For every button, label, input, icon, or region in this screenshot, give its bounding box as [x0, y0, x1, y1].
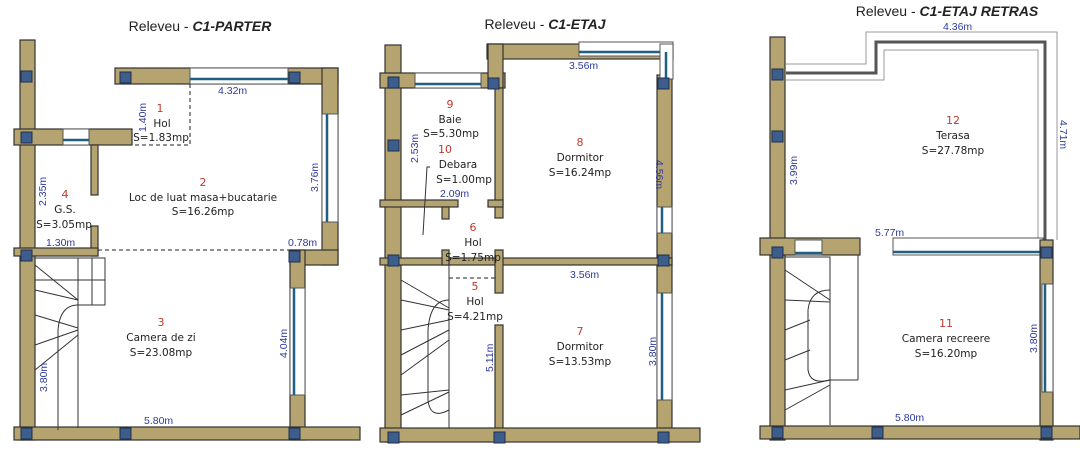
- room-area: S=27.78mp: [922, 145, 985, 157]
- dimension-label: 2.09m: [440, 188, 469, 200]
- dimension-label: 4.56m: [653, 160, 665, 189]
- room-name: Hol: [466, 296, 483, 308]
- room-number: 6: [470, 221, 477, 234]
- room-name: Hol: [153, 118, 170, 130]
- wall: [384, 44, 402, 443]
- dimension-label: 3.56m: [570, 269, 599, 281]
- dimension-label: 3.99m: [788, 156, 800, 185]
- plan-etaj-retras: Releveu - C1-ETAJ RETRAS 12 Tera: [759, 3, 1080, 441]
- room-name: Terasa: [935, 130, 970, 142]
- plan-etaj: Releveu - C1-ETAJ: [379, 16, 701, 444]
- room-name: Debara: [439, 159, 477, 171]
- room-area: S=1.75mp: [445, 252, 501, 264]
- room-area: S=13.53mp: [549, 356, 612, 368]
- wall: [379, 427, 701, 443]
- dimension-label: 4.32m: [218, 85, 247, 97]
- staircase: [400, 264, 450, 428]
- wall: [494, 249, 504, 294]
- room-number: 3: [158, 316, 165, 329]
- window: [656, 292, 673, 401]
- room-area: S=16.20mp: [915, 348, 978, 360]
- wall: [379, 199, 459, 208]
- window: [62, 128, 90, 146]
- wall: [759, 425, 1080, 440]
- room-number: 7: [577, 325, 584, 338]
- plan-title: Releveu - C1-ETAJ RETRAS: [856, 3, 1039, 19]
- dimension-label: 0.78m: [288, 237, 317, 249]
- room-number: 1: [157, 102, 164, 115]
- room-area: S=16.24mp: [549, 167, 612, 179]
- wall: [487, 199, 504, 208]
- window: [414, 72, 482, 89]
- room-number: 11: [939, 317, 953, 330]
- dimension-label: 4.04m: [278, 329, 290, 358]
- staircase: [34, 257, 106, 430]
- window: [289, 287, 306, 396]
- window: [656, 206, 673, 234]
- plan-title: Releveu - C1-ETAJ: [484, 16, 606, 32]
- dimension-label: 5.11m: [484, 343, 496, 372]
- pillars: [387, 76, 670, 444]
- dimension-label: 2.35m: [37, 177, 49, 206]
- room-number: 8: [577, 136, 584, 149]
- window: [189, 67, 289, 85]
- staircase: [784, 255, 859, 425]
- room-number: 2: [200, 176, 207, 189]
- room-name: Camera de zi: [126, 332, 195, 344]
- room-name: G.S.: [54, 204, 75, 216]
- wall: [494, 87, 504, 219]
- dimension-label: 5.77m: [875, 227, 904, 239]
- room-area: S=23.08mp: [130, 347, 193, 359]
- dimension-label: 3.56m: [569, 60, 598, 72]
- room-number: 10: [438, 143, 452, 156]
- wall: [13, 247, 99, 257]
- dimension-label: 1.40m: [137, 103, 149, 132]
- wall: [19, 39, 36, 441]
- window: [578, 41, 674, 57]
- dimension-label: 4.36m: [943, 21, 972, 33]
- room-name: Hol: [464, 237, 481, 249]
- dimension-label: 3.80m: [38, 363, 50, 392]
- room-name: Camera recreere: [902, 333, 990, 345]
- plan-parter: Releveu - C1-PARTER: [13, 18, 361, 441]
- room-name: Dormitor: [557, 152, 604, 164]
- dimension-label: 2.53m: [409, 134, 421, 163]
- room-area: S=16.26mp: [172, 206, 235, 218]
- wall: [379, 257, 673, 266]
- room-area: S=1.83mp: [133, 132, 189, 144]
- room-area: S=4.21mp: [447, 311, 503, 323]
- room-number: 4: [62, 188, 69, 201]
- dimension-label: 3.80m: [1028, 324, 1040, 353]
- wall: [13, 426, 361, 441]
- wall: [494, 324, 504, 441]
- room-number: 12: [946, 114, 960, 127]
- wall: [441, 206, 450, 220]
- dimension-label: 3.80m: [647, 337, 659, 366]
- room-name: Baie: [438, 114, 461, 126]
- window: [1041, 283, 1054, 393]
- pillars: [20, 70, 301, 440]
- dimension-label: 5.80m: [895, 412, 924, 424]
- room-area: S=5.30mp: [423, 128, 479, 140]
- dimension-label: 4.71m: [1057, 120, 1069, 149]
- room-area: S=1.00mp: [436, 174, 492, 186]
- room-area: S=3.05mp: [36, 219, 92, 231]
- dimension-label: 5.80m: [144, 415, 173, 427]
- dimension-label: 1.30m: [46, 237, 75, 249]
- dimension-label: 3.76m: [309, 163, 321, 192]
- room-number: 5: [472, 280, 479, 293]
- room-name: Loc de luat masa+bucatarie: [129, 192, 277, 204]
- window: [794, 239, 823, 256]
- pillars: [771, 68, 1053, 439]
- plan-title: Releveu - C1-PARTER: [129, 18, 273, 34]
- window: [321, 113, 339, 223]
- wall: [90, 144, 99, 196]
- room-name: Dormitor: [557, 341, 604, 353]
- room-number: 9: [447, 98, 454, 111]
